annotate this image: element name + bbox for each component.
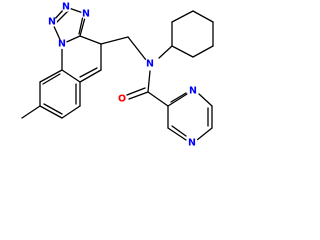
- bond: [170, 92, 187, 103]
- bond: [126, 87, 146, 96]
- bond: [43, 103, 63, 115]
- molecule-structure: N N N N N O N N: [21, 2, 214, 149]
- bond: [127, 36, 147, 61]
- atom-n-tetrazole-right: N: [81, 9, 91, 20]
- atom-n-amide: N: [144, 58, 156, 70]
- atom-label: N: [82, 9, 90, 20]
- bond: [147, 91, 169, 107]
- bond: [171, 125, 187, 137]
- bond: [61, 69, 81, 83]
- bond: [100, 36, 129, 45]
- atom-label: N: [146, 59, 154, 70]
- bond: [21, 105, 41, 119]
- atom-o-carbonyl: O: [117, 94, 127, 105]
- bond: [167, 127, 187, 141]
- bond: [79, 69, 102, 83]
- bond: [79, 67, 98, 78]
- atom-label: N: [188, 138, 196, 149]
- atom-label: N: [62, 2, 70, 13]
- bond: [158, 45, 173, 59]
- atom-n-bridgehead: N: [57, 39, 67, 50]
- atom-label: O: [118, 94, 126, 105]
- bond: [192, 45, 214, 58]
- bond: [192, 10, 214, 23]
- bond: [198, 93, 213, 107]
- atom-label: N: [58, 39, 66, 50]
- atom-label: N: [48, 17, 56, 28]
- atom-labels: N N N N N O N N: [47, 2, 199, 149]
- bond: [79, 35, 102, 45]
- bond: [42, 73, 61, 85]
- bond: [128, 91, 149, 100]
- bond: [61, 105, 81, 119]
- atom-n-pyrazine-top: N: [187, 85, 199, 97]
- bond: [39, 69, 63, 83]
- bond: [55, 10, 69, 24]
- bond: [171, 10, 194, 23]
- atom-n-tetrazole-left: N: [47, 17, 57, 28]
- bond: [39, 105, 63, 119]
- bond: [167, 93, 188, 107]
- bond: [78, 15, 84, 35]
- bond: [196, 127, 213, 141]
- atom-n-pyrazine-bottom: N: [186, 137, 198, 149]
- atom-label: N: [189, 86, 197, 97]
- bond: [147, 70, 151, 93]
- bond: [171, 45, 194, 58]
- atom-n-tetrazole-top: N: [61, 2, 71, 13]
